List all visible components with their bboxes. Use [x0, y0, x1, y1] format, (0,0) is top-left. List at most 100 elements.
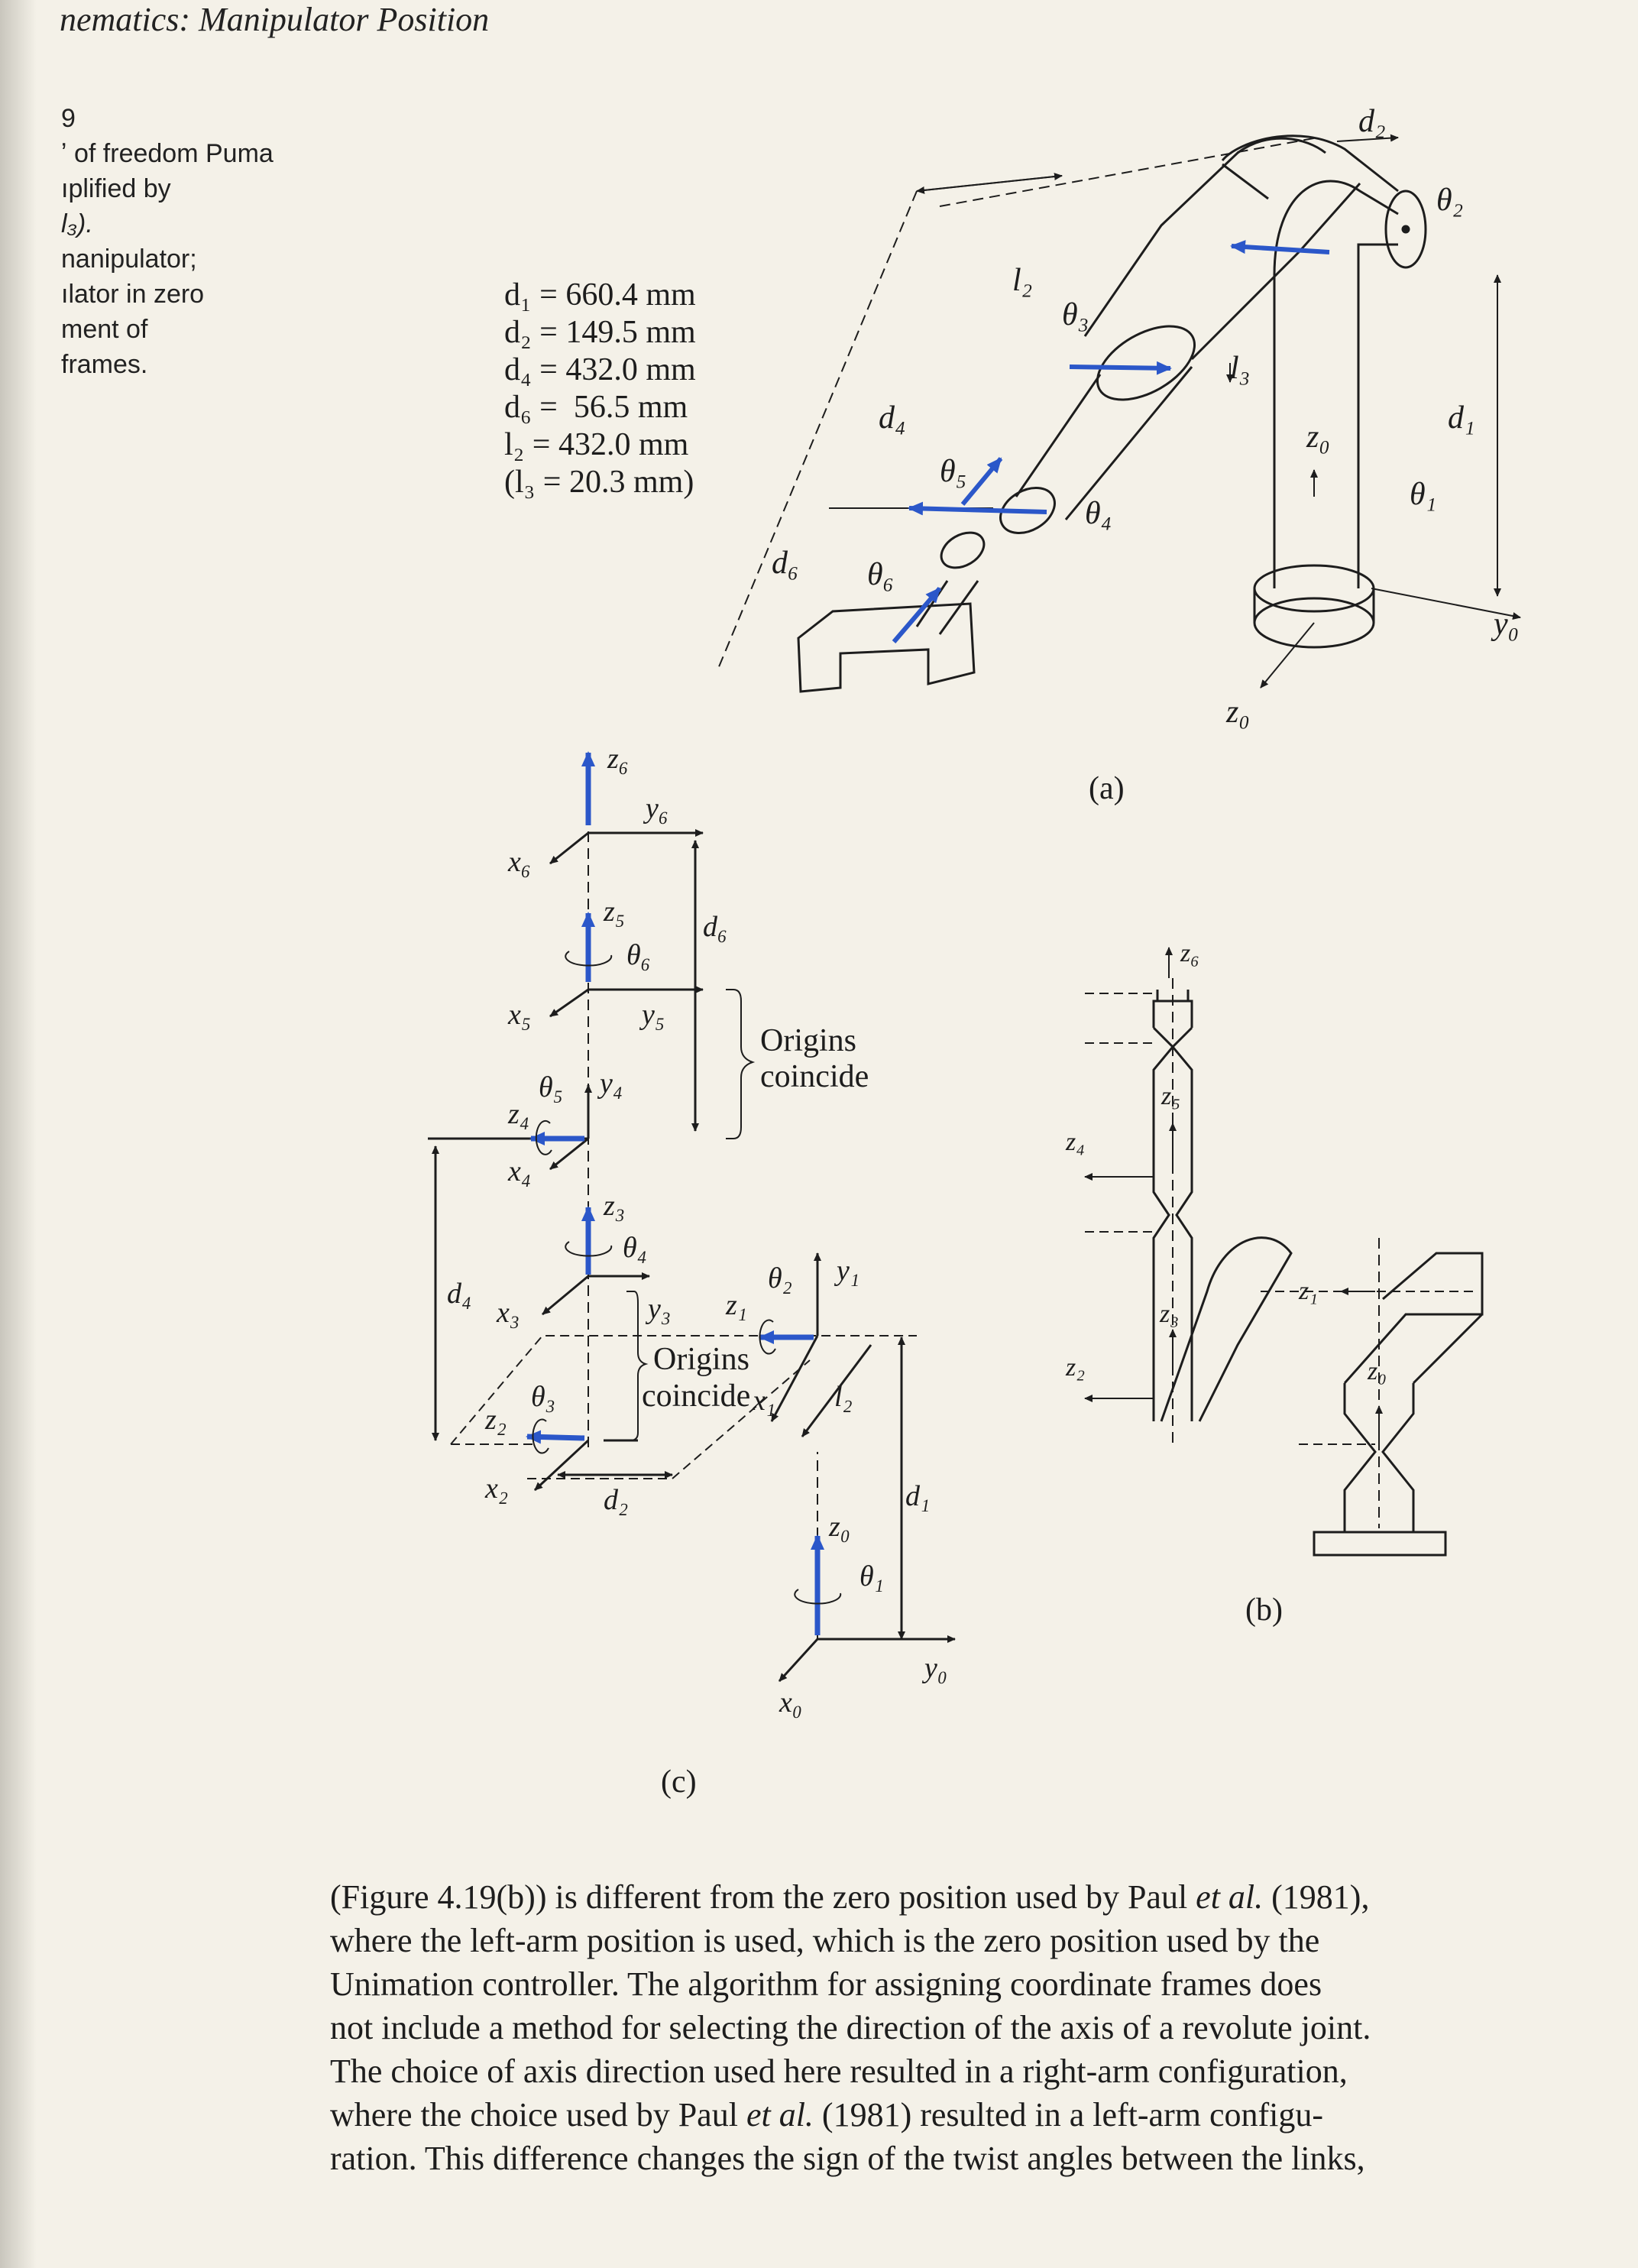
- label-y6-c: y₆: [643, 792, 668, 825]
- elbow-joint: [1096, 325, 1196, 401]
- label-z5-c: z₅: [603, 896, 625, 928]
- label-theta1-c: θ₁: [859, 1560, 884, 1592]
- body-line: The choice of axis direction used here r…: [330, 2053, 1348, 2090]
- body-line: not include a method for selecting the d…: [330, 2009, 1371, 2046]
- panel-b-axes: [1084, 947, 1475, 1528]
- label-origins2b-c: coincide: [642, 1379, 750, 1414]
- panel-a-dimensions: [717, 134, 1521, 688]
- panel-c-labels: z₆ y₆ x₆ z₅ θ₆ d₆ x₅ y₅ Origins coincide…: [447, 743, 947, 1800]
- panel-b-column: [1343, 1383, 1415, 1532]
- parameter-table: d₁ = 660.4 mm d₂ = 149.5 mm d₄ = 432.0 m…: [504, 277, 696, 501]
- panel-b-base: [1313, 1531, 1447, 1557]
- panel-a-labels: d₂ θ₂ l₂ θ₃ l₃ d₄ θ₅ θ₄ d₆ θ₆ z₀ d₁ θ₁ y…: [772, 104, 1519, 806]
- label-z6-c: z₆: [607, 743, 629, 775]
- caption-line: l₃).: [61, 209, 93, 238]
- label-theta4-c: θ₄: [623, 1232, 647, 1264]
- panel-c-pen-marks: [526, 751, 824, 1635]
- base-ellipse-top: [1253, 564, 1375, 613]
- parameter-d4: d₄ = 432.0 mm: [504, 352, 696, 387]
- base-plate: [1253, 588, 1375, 623]
- label-z6-b: z₆: [1180, 939, 1199, 967]
- panel-b-label: (b): [1245, 1592, 1283, 1628]
- label-y5-c: y₅: [639, 999, 665, 1031]
- forearm: [1015, 366, 1193, 520]
- body-line: Unimation controller. The algorithm for …: [330, 1965, 1322, 2003]
- label-theta1-a: θ₁: [1410, 477, 1436, 512]
- caption-line: ʼ of freedom Puma: [61, 139, 274, 168]
- label-y0-c: y₀: [921, 1652, 947, 1684]
- label-z0-top-a: z₀: [1306, 420, 1330, 455]
- column: [1273, 275, 1360, 588]
- running-head: nematics: Manipulator Position: [60, 1, 490, 38]
- label-z1-c: z₁: [725, 1289, 747, 1321]
- caption-line: 9: [61, 104, 76, 133]
- parameter-d6: d₆ = 56.5 mm: [504, 390, 688, 425]
- panel-c-frames: [428, 764, 956, 1683]
- label-x0-c: x₀: [779, 1686, 802, 1719]
- label-origins2a-c: Origins: [653, 1342, 749, 1377]
- caption-line: frames.: [61, 350, 148, 379]
- label-z4-b: z₄: [1065, 1128, 1085, 1156]
- label-z3-c: z₃: [603, 1190, 625, 1222]
- label-z5-b: z₅: [1161, 1082, 1180, 1110]
- panel-a-drawing: [797, 134, 1427, 693]
- page-gutter-shadow: [0, 0, 37, 2268]
- body-line: ration. This difference changes the sign…: [330, 2140, 1365, 2177]
- label-y4-c: y₄: [597, 1068, 623, 1100]
- body-line: (Figure 4.19(b)) is different from the z…: [330, 1878, 1370, 1916]
- label-x6-c: x₆: [507, 846, 531, 878]
- label-origins1a-c: Origins: [760, 1023, 856, 1058]
- label-x3-c: x₃: [496, 1297, 520, 1329]
- panel-c-label: (c): [661, 1764, 697, 1800]
- label-x1-c: x₁: [752, 1385, 775, 1417]
- panel-c-rotation-arrows: [532, 951, 842, 1605]
- label-z2-c: z₂: [484, 1404, 507, 1436]
- label-origins1b-c: coincide: [760, 1059, 869, 1094]
- parameter-l3: (l₃ = 20.3 mm): [504, 465, 694, 500]
- label-z2-b: z₂: [1065, 1353, 1085, 1382]
- label-theta3-c: θ₃: [531, 1381, 555, 1413]
- caption-line: ılator in zero: [61, 280, 205, 309]
- panel-a-pen-marks: [892, 240, 1330, 643]
- label-x5-c: x₅: [507, 999, 531, 1031]
- label-d2-a: d₂: [1358, 104, 1386, 139]
- label-d6-a: d₆: [772, 546, 799, 581]
- label-y0-a: y₀: [1491, 607, 1519, 642]
- shoulder-housing: [1273, 180, 1399, 276]
- label-x4-c: x₄: [507, 1155, 531, 1187]
- label-z1-b: z₁: [1298, 1277, 1318, 1305]
- panel-b-labels: z₆ z₅ z₄ z₃ z₂ z₁ z₀ (b): [1065, 939, 1387, 1628]
- body-line: where the choice used by Paul et al. (19…: [330, 2096, 1324, 2134]
- label-d1-c: d₁: [905, 1480, 930, 1512]
- label-z4-c: z₄: [507, 1098, 529, 1130]
- label-theta5-c: θ₅: [539, 1071, 563, 1103]
- label-theta6-c: θ₆: [626, 939, 651, 971]
- upper-arm: [1083, 137, 1361, 361]
- panel-b-upper-arm: [1160, 1236, 1293, 1422]
- label-l3-a: l₃: [1230, 351, 1250, 386]
- label-theta5-a: θ₅: [940, 454, 966, 489]
- wrist-link: [915, 580, 979, 635]
- parameter-d1: d₁ = 660.4 mm: [504, 277, 696, 313]
- label-theta3-a: θ₃: [1062, 297, 1089, 332]
- label-theta6-a: θ₆: [867, 557, 894, 592]
- label-y3-c: y₃: [645, 1293, 671, 1325]
- panel-a-label: (a): [1089, 771, 1125, 806]
- panel-b-drawing: [1152, 990, 1484, 1557]
- parameter-l2: l₂ = 432.0 mm: [504, 427, 689, 462]
- body-line: where the left-arm position is used, whi…: [330, 1922, 1320, 1959]
- shoulder-pivot: [1401, 225, 1410, 234]
- label-d4-a: d₄: [879, 400, 906, 436]
- caption-line: nanipulator;: [61, 245, 197, 274]
- caption-line: ment of: [61, 315, 148, 344]
- wrist-flange: [940, 531, 986, 569]
- panel-b-wrist: [1152, 1026, 1193, 1146]
- body-paragraph: (Figure 4.19(b)) is different from the z…: [330, 1875, 1583, 2180]
- shoulder-disc: [1384, 190, 1427, 269]
- label-l2-c: l₂: [834, 1381, 853, 1413]
- label-l2-a: l₂: [1012, 263, 1032, 298]
- label-d6-c: d₆: [703, 911, 727, 943]
- gripper: [797, 602, 976, 693]
- panel-b-shoulder: [1343, 1252, 1484, 1385]
